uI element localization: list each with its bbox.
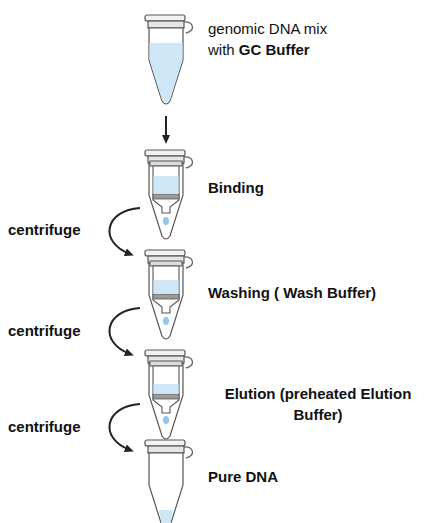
label-text: centrifuge [8,418,81,435]
spin-column-tube [145,250,192,339]
label-text: centrifuge [8,221,81,238]
label-text: centrifuge [8,322,81,339]
centrifuge-label: centrifuge [8,219,108,240]
centrifuge-label: centrifuge [8,320,108,341]
centrifuge-arrow [109,404,140,450]
step-label: Binding [208,177,408,198]
label-text: Wash Buffer [283,284,371,301]
step-label: Pure DNA [208,466,408,487]
label-text: Elution [361,385,412,402]
label-text: Binding [208,179,264,196]
label-text: Elution (preheated [225,385,357,402]
label-text: Washing ( [208,284,279,301]
flow-arrow [165,116,167,140]
label-text: Buffer) [293,406,342,423]
spin-column-tube [145,350,192,439]
centrifuge-label: centrifuge [8,416,108,437]
step-label: Washing ( Wash Buffer) [208,282,438,303]
step-label: Elution (preheated Elution Buffer) [206,383,430,425]
step-label: genomic DNA mix with GC Buffer [208,18,348,60]
label-text: GC Buffer [239,41,310,58]
centrifuge-arrow [109,308,140,354]
spin-column-tube [145,150,192,239]
label-text: Pure DNA [208,468,278,485]
label-text: ) [371,284,376,301]
collection-tube [145,440,192,523]
sample-tube [145,15,192,104]
centrifuge-arrow [109,208,140,254]
